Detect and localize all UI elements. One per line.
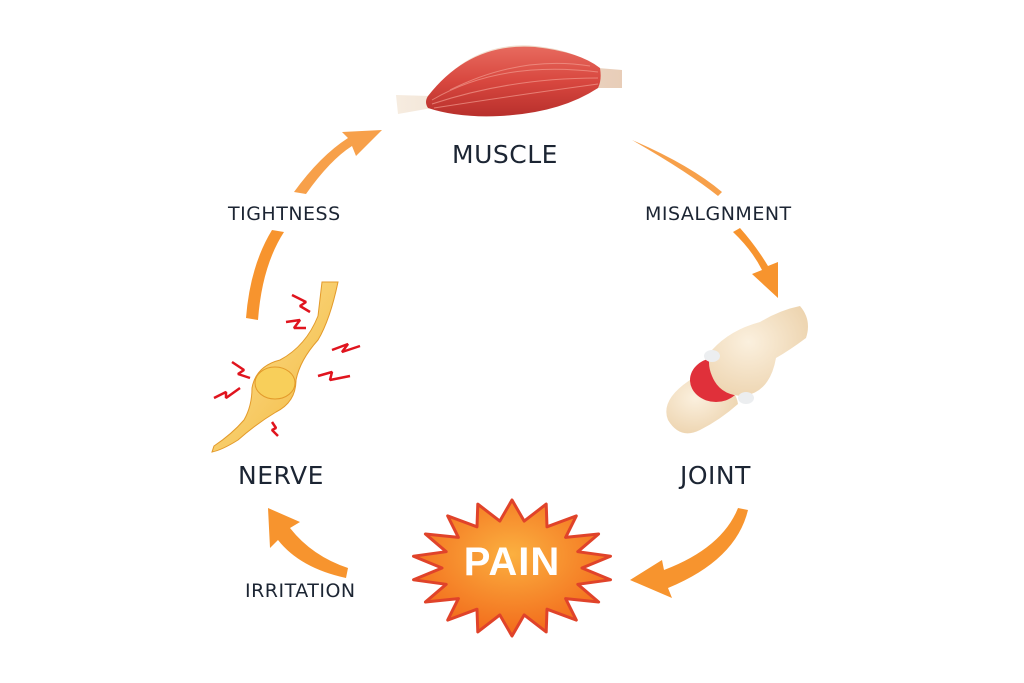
edge-label-tightness: TIGHTNESS bbox=[228, 203, 341, 225]
arrow-joint-to-pain bbox=[630, 508, 748, 598]
node-label-nerve: NERVE bbox=[238, 461, 324, 490]
node-label-pain: PAIN bbox=[463, 540, 561, 584]
node-label-joint: JOINT bbox=[680, 461, 751, 490]
arrow-muscle-to-joint bbox=[632, 140, 778, 298]
joint-icon bbox=[666, 306, 808, 434]
edge-label-irritation: IRRITATION bbox=[245, 580, 356, 602]
node-label-muscle: MUSCLE bbox=[452, 140, 558, 169]
arrow-nerve-to-muscle bbox=[246, 130, 382, 320]
arrow-pain-to-nerve bbox=[268, 508, 348, 578]
starburst-icon bbox=[412, 498, 612, 638]
edge-label-misalignment: MISALGNMENT bbox=[645, 203, 792, 225]
muscle-icon bbox=[396, 45, 622, 117]
nerve-icon bbox=[211, 281, 361, 453]
